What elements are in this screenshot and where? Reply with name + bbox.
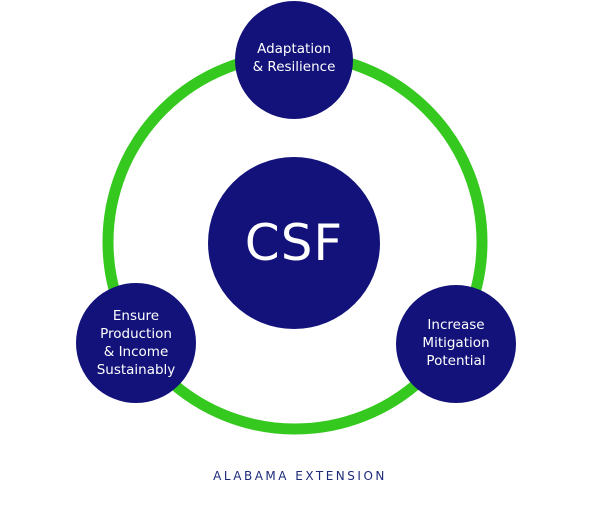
center-circle-csf: CSF [208,157,380,329]
center-label: CSF [244,214,344,272]
footer-brand: ALABAMA EXTENSION [213,469,387,483]
node-label: Ensure Production & Income Sustainably [96,308,176,378]
node-ensure-production: Ensure Production & Income Sustainably [76,283,196,403]
node-increase-mitigation: Increase Mitigation Potential [396,285,516,403]
node-label: Increase Mitigation Potential [422,317,490,369]
node-adaptation-resilience: Adaptation & Resilience [235,1,353,119]
node-label: Adaptation & Resilience [252,41,336,75]
